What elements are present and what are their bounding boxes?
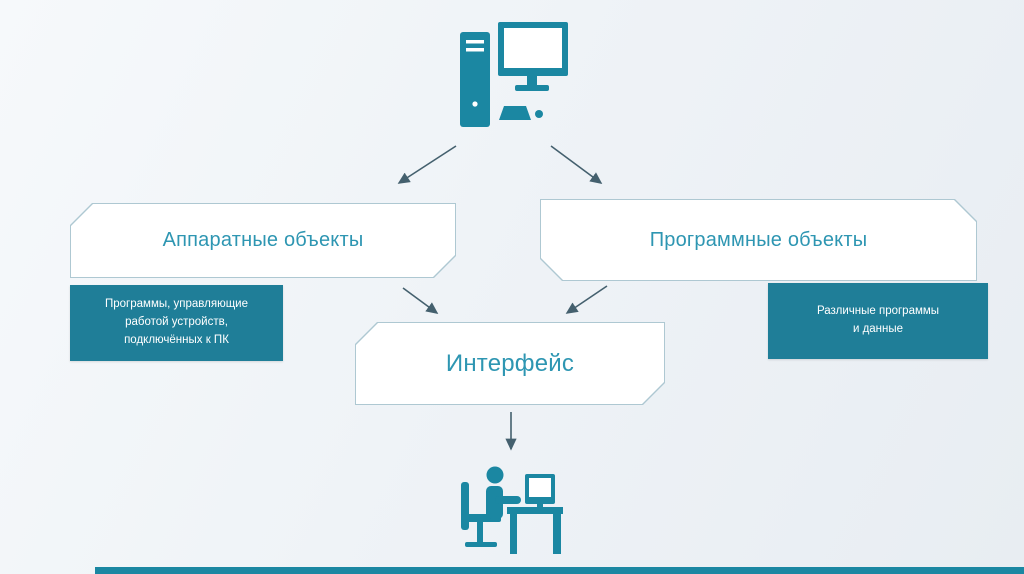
hardware-box: Аппаратные объекты: [70, 203, 456, 278]
interface-box-fill: [356, 323, 664, 404]
arrow-hardware-to-interface: [402, 287, 439, 314]
hardware-box-fill: [71, 204, 455, 277]
interface-box: Интерфейс: [355, 322, 665, 405]
interface-box-label: Интерфейс: [445, 349, 575, 377]
software-note-text: Различные программы и данные: [816, 305, 940, 335]
hardware-note-text: Программы, управляющие работой устройств…: [105, 298, 248, 346]
arrow-computer-to-software: [550, 145, 603, 184]
desktop-computer-icon: [460, 22, 568, 127]
bottom-accent-bar: [95, 567, 1024, 574]
arrow-software-to-interface: [565, 285, 608, 314]
hardware-note: Программы, управляющие работой устройств…: [70, 285, 283, 361]
software-box: Программные объекты: [540, 199, 977, 281]
arrow-computer-to-hardware: [397, 145, 457, 184]
software-box-label: Программные объекты: [649, 228, 868, 251]
user-at-computer-icon: [461, 466, 563, 554]
software-box-fill: [541, 200, 976, 280]
hardware-box-label: Аппаратные объекты: [162, 229, 364, 251]
software-note: Различные программы и данные: [768, 283, 988, 359]
